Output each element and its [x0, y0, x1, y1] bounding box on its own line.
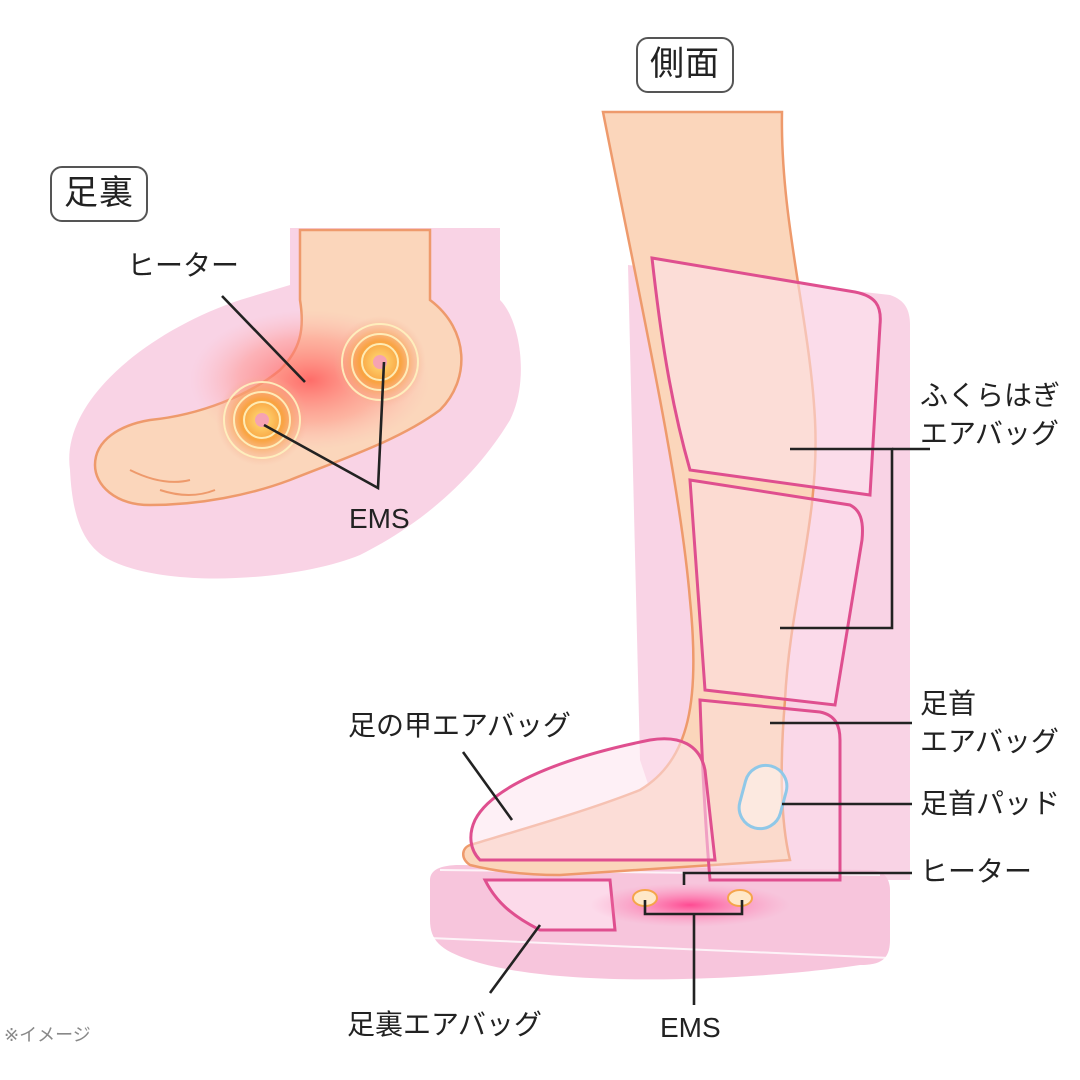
- side-heater-glow: [590, 883, 790, 927]
- sole-view-illustration: [69, 228, 521, 579]
- calf-airbag-label-line2: エアバッグ: [920, 417, 1059, 450]
- sole-airbag-label: 足裏エアバッグ: [347, 1008, 542, 1041]
- side-ems-pad-rear: [727, 889, 753, 907]
- side-heater-label: ヒーター: [920, 855, 1033, 888]
- ankle-airbag-label-line1: 足首: [920, 687, 977, 720]
- side-view-title: 側面: [636, 37, 734, 93]
- sole-view-title: 足裏: [50, 166, 148, 222]
- image-note: ※イメージ: [4, 1025, 91, 1046]
- calf-airbag-label-line1: ふくらはぎ: [920, 379, 1061, 412]
- calf-airbag-lower: [688, 478, 864, 707]
- leader-lines: [221, 295, 930, 1005]
- sole-heater-label: ヒーター: [127, 249, 240, 282]
- calf-airbag-upper: [650, 256, 882, 497]
- ankle-pad-label: 足首パッド: [920, 787, 1061, 820]
- side-view-illustration: [429, 110, 910, 980]
- side-ems-label: EMS: [660, 1012, 721, 1043]
- ankle-airbag-label-line2: エアバッグ: [920, 725, 1059, 758]
- ankle-pad: [737, 763, 789, 831]
- sole-airbag: [482, 878, 617, 932]
- instep-airbag-label: 足の甲エアバッグ: [348, 709, 571, 742]
- instep-airbag: [469, 737, 717, 862]
- sole-ems-label: EMS: [349, 503, 410, 534]
- sole-toes: [129, 469, 216, 496]
